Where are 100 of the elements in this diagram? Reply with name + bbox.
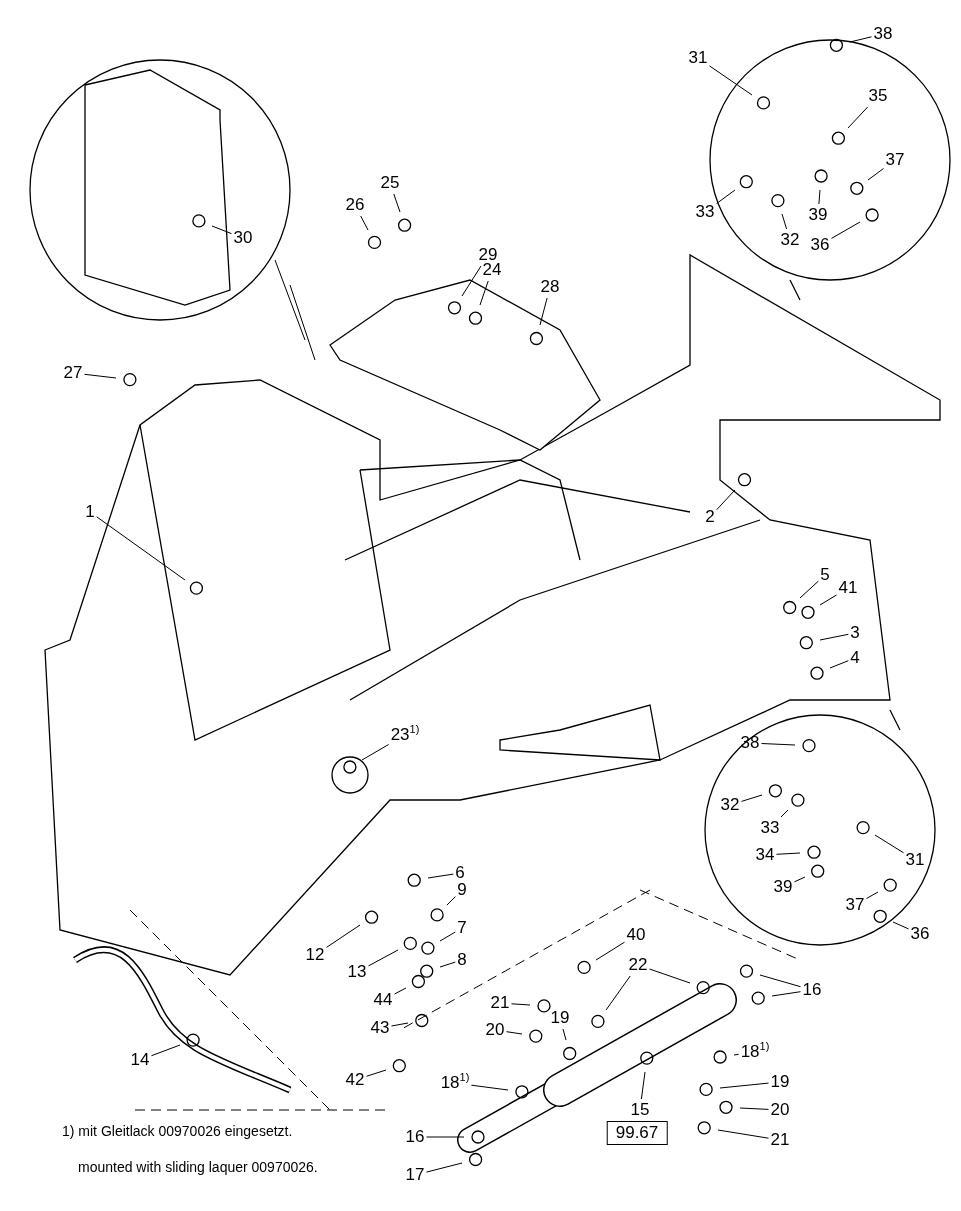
footnote-text: mounted with sliding laquer 00970026. <box>78 1158 319 1176</box>
leader-line <box>640 1071 646 1100</box>
callout-number: 39 <box>772 877 794 897</box>
callout-number: 38 <box>739 733 761 753</box>
leader-line <box>605 975 631 1011</box>
leader-line <box>866 891 879 899</box>
callout-number: 34 <box>754 845 776 865</box>
callout-number: 19 <box>769 1072 791 1092</box>
leader-line <box>847 106 869 129</box>
callout-number: 35 <box>867 86 889 106</box>
leader-line <box>539 297 548 326</box>
callout-number: 4 <box>849 648 861 668</box>
callout-number: 9 <box>456 880 468 900</box>
leader-line <box>361 744 390 761</box>
callout-number: 33 <box>694 202 716 222</box>
callout-number: 17 <box>404 1165 426 1185</box>
leader-line <box>719 1082 769 1089</box>
leader-line <box>819 594 837 606</box>
callout-number: 13 <box>346 962 368 982</box>
callout-number: 20 <box>484 1020 506 1040</box>
callout-number: 41 <box>837 578 859 598</box>
leader-line <box>739 1107 769 1110</box>
leader-line <box>867 168 884 181</box>
leader-line <box>716 489 736 511</box>
callout-number: 8 <box>456 950 468 970</box>
callout-number: 20 <box>769 1100 791 1120</box>
callout-number: 37 <box>844 895 866 915</box>
callout-number: 21 <box>769 1130 791 1150</box>
leader-line <box>776 852 801 855</box>
leader-line <box>461 265 482 297</box>
callout-number: 31 <box>904 850 926 870</box>
callout-number: 43 <box>369 1018 391 1038</box>
callout-number: 36 <box>909 924 931 944</box>
leader-line <box>211 225 232 235</box>
leader-line <box>470 1084 509 1091</box>
leader-line <box>439 931 456 942</box>
leader-line <box>439 961 456 968</box>
leader-line <box>874 834 904 854</box>
leader-line <box>393 193 401 213</box>
leader-line <box>368 949 399 967</box>
leader-line <box>831 221 861 239</box>
callout-number: 28 <box>539 277 561 297</box>
callout-number: 19 <box>549 1008 571 1028</box>
callout-number: 30 <box>232 228 254 248</box>
leader-line <box>426 1162 463 1173</box>
leader-line <box>716 189 736 205</box>
callout-number: 3 <box>849 623 861 643</box>
leader-line <box>818 189 821 205</box>
leader-line <box>479 280 489 306</box>
leader-line <box>426 1136 465 1138</box>
leader-line <box>84 373 117 379</box>
callout-number: 2 <box>704 507 716 527</box>
callout-number: 36 <box>809 235 831 255</box>
leader-line <box>391 1022 409 1027</box>
callout-number: 44 <box>372 990 394 1010</box>
leader-line <box>595 941 625 961</box>
leader-line <box>446 896 456 906</box>
callout-number: 25 <box>379 173 401 193</box>
leader-line <box>366 1069 387 1077</box>
callout-number: 40 <box>625 925 647 945</box>
leader-line <box>829 660 849 669</box>
callout-number: 37 <box>884 150 906 170</box>
callout-number: 24 <box>481 260 503 280</box>
callout-number: 12 <box>304 945 326 965</box>
reference-box: 99.67 <box>606 1121 668 1145</box>
callout-number: 1 <box>84 502 96 522</box>
callout-number: 39 <box>807 205 829 225</box>
callout-number: 33 <box>759 818 781 838</box>
leader-line <box>761 743 796 746</box>
callout-number: 14 <box>129 1050 151 1070</box>
leader-line <box>771 991 801 997</box>
callout-number: 16 <box>801 980 823 1000</box>
leader-line <box>892 921 909 930</box>
callout-number: 18$^{1)}$ <box>439 1073 471 1093</box>
leader-line <box>427 873 454 879</box>
leader-line <box>741 794 763 802</box>
callout-number: 26 <box>344 195 366 215</box>
leader-line <box>394 987 407 995</box>
leader-line <box>794 876 806 883</box>
leader-line <box>733 1053 740 1056</box>
leader-line <box>709 65 753 96</box>
callout-number: 42 <box>344 1070 366 1090</box>
leader-line <box>96 516 186 581</box>
leader-line <box>799 580 819 599</box>
callout-number: 15 <box>629 1100 651 1120</box>
callout-number: 6 <box>454 863 466 883</box>
leader-line <box>759 974 801 988</box>
leader-line <box>780 809 789 818</box>
callout-number: 16 <box>404 1127 426 1147</box>
leader-line <box>326 924 361 948</box>
leader-line <box>562 1028 567 1041</box>
leader-line <box>360 215 369 231</box>
callout-number: 23$^{1)}$ <box>389 725 421 745</box>
callout-number: 32 <box>719 795 741 815</box>
leader-line <box>717 1129 769 1139</box>
callout-number: 31 <box>687 48 709 68</box>
leader-line <box>151 1044 181 1057</box>
leader-line <box>649 968 691 984</box>
leader-line <box>511 1003 531 1006</box>
leader-line <box>506 1031 523 1035</box>
